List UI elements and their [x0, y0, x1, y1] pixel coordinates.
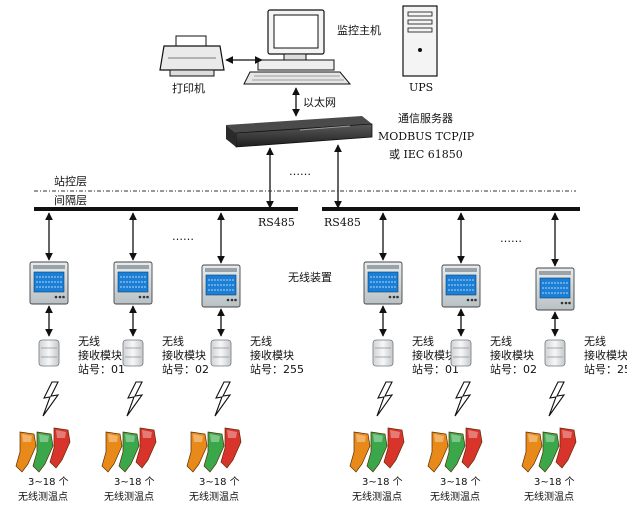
station-layer-label: 站控层	[54, 174, 87, 188]
wireless-device-icon	[363, 261, 403, 305]
receiver-module-icon	[450, 339, 472, 367]
wireless-device-icon	[441, 264, 481, 308]
temperature-sensors-icon	[186, 427, 242, 473]
receiver-module-icon	[122, 339, 144, 367]
sensor-count-label: 3~18 个	[440, 476, 481, 488]
wireless-signal-icon	[454, 381, 472, 417]
rs485-label-left: RS485	[258, 216, 295, 229]
wireless-signal-icon	[376, 381, 394, 417]
monitoring-host-icon	[243, 9, 352, 85]
receiver-line1-label: 无线	[162, 334, 184, 348]
bus-ellipsis-right: ……	[500, 232, 522, 245]
printer-label: 打印机	[172, 81, 205, 95]
temperature-sensors-icon	[15, 427, 71, 473]
temperature-sensors-icon	[101, 427, 157, 473]
sensor-point-label: 无线测温点	[524, 490, 574, 503]
wireless-signal-icon	[214, 381, 232, 417]
receiver-line2-label: 接收模块	[584, 348, 627, 362]
temperature-sensors-icon	[349, 427, 405, 473]
receiver-station-label: 站号：02	[162, 362, 209, 376]
temperature-sensors-icon	[427, 427, 483, 473]
sensor-point-label: 无线测温点	[104, 490, 154, 503]
receiver-line2-label: 接收模块	[162, 348, 206, 362]
temperature-sensors-icon	[521, 427, 577, 473]
device-label: 无线装置	[288, 270, 332, 284]
communication-server-icon	[226, 116, 373, 148]
receiver-module-icon	[38, 339, 60, 367]
receiver-line2-label: 接收模块	[250, 348, 294, 362]
wireless-device-icon	[113, 261, 153, 305]
wireless-device-icon	[29, 261, 69, 305]
server-ellipsis: ……	[289, 165, 311, 178]
receiver-module-icon	[372, 339, 394, 367]
bay-layer-label: 间隔层	[54, 194, 87, 207]
sensor-point-label: 无线测温点	[430, 490, 480, 503]
receiver-station-label: 站号：02	[490, 362, 537, 376]
server-label-line1: 通信服务器	[398, 112, 453, 125]
rs485-bus-left	[34, 207, 298, 211]
sensor-count-label: 3~18 个	[362, 476, 403, 488]
wireless-signal-icon	[126, 381, 144, 417]
wireless-signal-icon	[548, 381, 566, 417]
receiver-line1-label: 无线	[412, 334, 434, 348]
receiver-station-label: 站号：255	[250, 362, 304, 376]
sensor-count-label: 3~18 个	[534, 476, 575, 488]
receiver-line1-label: 无线	[490, 334, 512, 348]
receiver-station-label: 站号：255	[584, 362, 627, 376]
sensor-point-label: 无线测温点	[189, 490, 239, 503]
rs485-bus-right	[322, 207, 580, 211]
receiver-module-icon	[210, 339, 232, 367]
sensor-point-label: 无线测温点	[18, 490, 68, 503]
sensor-count-label: 3~18 个	[28, 476, 69, 488]
host-label: 监控主机	[337, 23, 381, 37]
receiver-line1-label: 无线	[250, 334, 272, 348]
ups-label: UPS	[409, 81, 433, 94]
server-label-line3: 或 IEC 61850	[389, 148, 463, 161]
receiver-line2-label: 接收模块	[78, 348, 122, 362]
sensor-count-label: 3~18 个	[114, 476, 155, 488]
receiver-station-label: 站号：01	[412, 362, 459, 376]
server-label-line2: MODBUS TCP/IP	[378, 130, 475, 143]
ethernet-label: 以太网	[303, 96, 336, 109]
wireless-signal-icon	[42, 381, 60, 417]
printer-icon	[159, 35, 225, 77]
receiver-module-icon	[544, 339, 566, 367]
sensor-point-label: 无线测温点	[352, 490, 402, 503]
receiver-line2-label: 接收模块	[490, 348, 534, 362]
ups-icon	[402, 5, 438, 77]
sensor-count-label: 3~18 个	[199, 476, 240, 488]
bus-ellipsis-left: ……	[172, 230, 194, 243]
receiver-station-label: 站号：01	[78, 362, 125, 376]
receiver-line1-label: 无线	[78, 334, 100, 348]
rs485-label-right: RS485	[324, 216, 361, 229]
wireless-device-icon	[535, 267, 575, 311]
wireless-device-icon	[201, 264, 241, 308]
receiver-line1-label: 无线	[584, 334, 606, 348]
receiver-line2-label: 接收模块	[412, 348, 456, 362]
